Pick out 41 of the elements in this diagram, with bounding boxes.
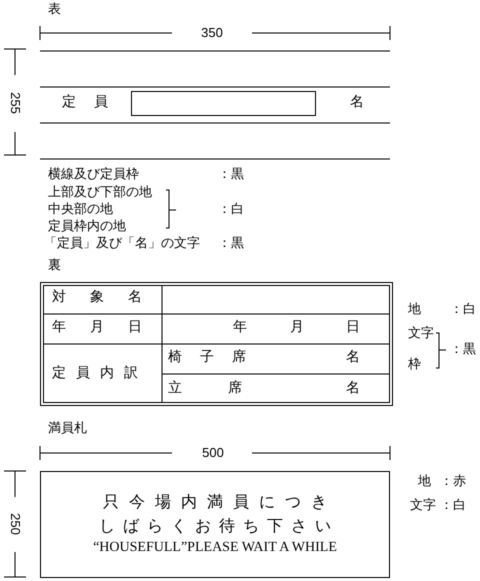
sign-text: “HOUSEFULL”PLEASE WAIT A WHILE <box>93 538 337 557</box>
label-text: ：赤 <box>440 474 466 490</box>
dimension-text: 255 <box>7 92 23 114</box>
table-text: 年月日 <box>52 319 166 336</box>
full-house-sign <box>40 471 390 578</box>
label-text: 枠 <box>408 357 421 373</box>
label-text: ：白 <box>440 498 466 514</box>
label-text: 文字 <box>410 498 436 514</box>
label-text: 地 <box>408 302 421 318</box>
label-text: 地 <box>418 474 431 490</box>
table-text: 月 <box>290 319 304 336</box>
table-text: 名 <box>346 349 360 366</box>
table-text: 定員内訳 <box>52 365 148 382</box>
label-text: 横線及び定員枠 <box>48 167 139 183</box>
section-heading: 表 <box>48 2 61 18</box>
table-text: 年 <box>233 319 247 336</box>
table-text: 名 <box>346 380 360 397</box>
sign-text: しばらくお待ち下さい <box>98 515 339 537</box>
label-text: 定員 <box>62 94 126 111</box>
label-text: ：黒 <box>218 167 244 183</box>
label-text: 「定員」及び「名」の文字 <box>44 236 200 252</box>
section-heading: 裏 <box>48 258 61 274</box>
label-text: 文字 <box>408 326 434 342</box>
table-text: 日 <box>346 319 360 336</box>
dimension-text: 350 <box>201 25 223 41</box>
blank-frame <box>131 91 316 116</box>
section-heading: 満員札 <box>48 421 87 437</box>
label-text: ：黒 <box>450 342 476 358</box>
table-text: 立席 <box>168 380 288 397</box>
label-text: 定員枠内の地 <box>48 219 126 235</box>
table-text: 椅子席 <box>168 349 264 366</box>
label-text: ：黒 <box>218 236 244 252</box>
label-text: 中央部の地 <box>48 202 113 218</box>
dimension-text: 500 <box>202 445 224 461</box>
sign-text: 只今場内満員につき <box>102 491 337 514</box>
label-text: 名 <box>350 94 364 111</box>
dimension-text: 250 <box>7 513 23 535</box>
label-text: ：白 <box>218 202 244 218</box>
label-text: 上部及び下部の地 <box>48 185 152 201</box>
label-text: ：白 <box>450 302 476 318</box>
table-text: 対象名 <box>52 289 166 306</box>
